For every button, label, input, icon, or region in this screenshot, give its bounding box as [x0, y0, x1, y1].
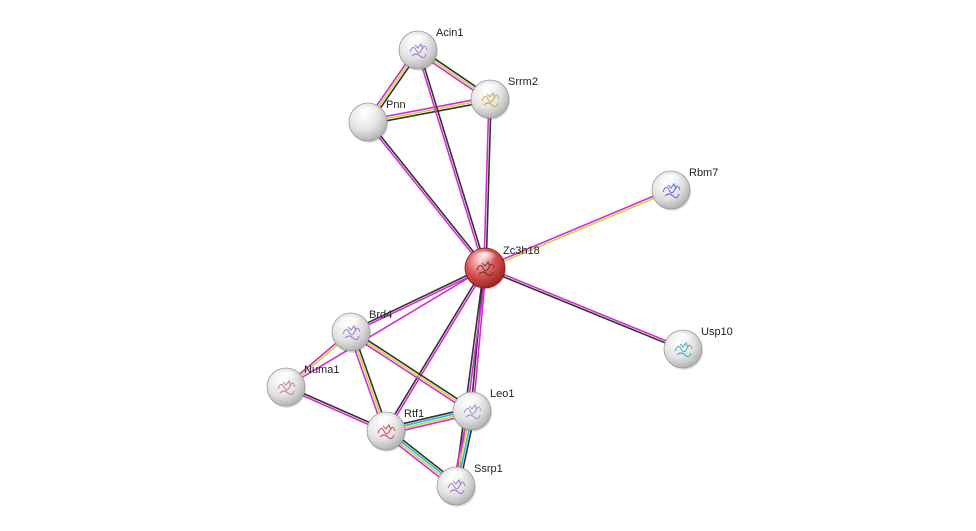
node-usp10[interactable]: Usp10: [663, 326, 733, 370]
edge-brd4-zc3h18[interactable]: [349, 266, 487, 334]
node-leo1[interactable]: Leo1: [452, 388, 514, 432]
node-highlight: [406, 34, 430, 49]
edge-strand: [386, 267, 487, 433]
edge-strand: [416, 49, 485, 270]
node-highlight: [478, 83, 502, 98]
edge-strand: [367, 98, 491, 123]
node-label: Numa1: [304, 364, 339, 376]
edge-strand: [472, 267, 487, 412]
edge-strand: [349, 266, 486, 332]
node-highlight: [659, 174, 683, 189]
node-label: Acin1: [436, 27, 464, 39]
node-numa1[interactable]: Numa1: [266, 364, 339, 408]
edge-strand: [348, 333, 472, 414]
node-highlight: [472, 251, 498, 267]
edge-strand: [351, 329, 475, 410]
edge-acin1-zc3h18[interactable]: [416, 48, 487, 270]
node-highlight: [356, 106, 380, 121]
node-highlight: [671, 333, 695, 348]
node-highlight: [339, 316, 363, 331]
edge-strand: [418, 48, 487, 269]
edge-strand: [484, 266, 685, 349]
node-highlight: [274, 371, 298, 386]
node-ssrp1[interactable]: Ssrp1: [436, 463, 503, 507]
edge-strand: [367, 100, 492, 125]
edge-rtf1-zc3h18[interactable]: [384, 266, 487, 433]
node-label: Srrm2: [508, 76, 538, 88]
node-label: Rtf1: [404, 408, 424, 420]
node-zc3h18[interactable]: Zc3h18: [464, 245, 540, 290]
node-label: Usp10: [701, 326, 733, 338]
node-rtf1[interactable]: Rtf1: [366, 408, 424, 452]
edge-srrm2-pnn[interactable]: [366, 96, 492, 125]
edge-strand: [285, 267, 486, 388]
edge-strand: [350, 268, 487, 334]
node-label: Rbm7: [689, 167, 718, 179]
edge-strand: [485, 98, 492, 269]
edge-strand: [483, 188, 672, 268]
node-srrm2[interactable]: Srrm2: [470, 76, 538, 120]
edge-strand: [366, 96, 491, 121]
edge-strand: [384, 266, 485, 432]
edge-pnn-zc3h18[interactable]: [366, 120, 487, 270]
node-rbm7[interactable]: Rbm7: [651, 167, 718, 211]
node-label: Ssrp1: [474, 463, 503, 475]
node-pnn[interactable]: Pnn: [348, 99, 406, 143]
edge-strand: [484, 190, 673, 270]
edge-rbm7-zc3h18[interactable]: [483, 188, 673, 270]
edge-srrm2-zc3h18[interactable]: [483, 98, 492, 269]
node-acin1[interactable]: Acin1: [398, 27, 464, 71]
edge-numa1-zc3h18[interactable]: [285, 267, 486, 388]
edge-strand: [483, 268, 684, 351]
node-highlight: [374, 415, 398, 430]
node-label: Pnn: [386, 99, 406, 111]
node-brd4[interactable]: Brd4: [331, 309, 392, 353]
node-highlight: [444, 470, 468, 485]
edge-strand: [350, 331, 473, 412]
node-label: Leo1: [490, 388, 514, 400]
edge-strand: [483, 98, 490, 269]
edge-brd4-leo1[interactable]: [348, 329, 475, 414]
node-layer: Acin1Srrm2PnnRbm7Zc3h18Brd4Usp10Numa1Leo…: [266, 27, 733, 507]
node-label: Brd4: [369, 309, 392, 321]
edge-usp10-zc3h18[interactable]: [483, 266, 685, 351]
edge-strand: [368, 120, 487, 269]
node-label: Zc3h18: [503, 245, 540, 257]
node-highlight: [460, 395, 484, 410]
edge-strand: [366, 121, 485, 270]
